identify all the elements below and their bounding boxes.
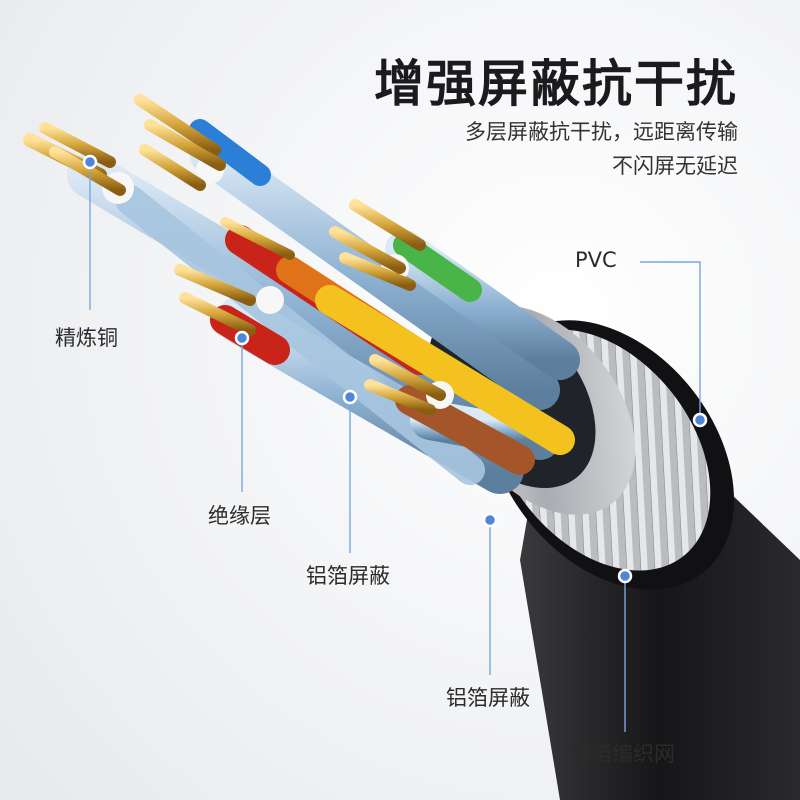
subtitle-line-1: 多层屏蔽抗干扰，远距离传输 bbox=[465, 120, 738, 144]
copper-strands bbox=[23, 94, 446, 416]
headline: 增强屏蔽抗干扰 bbox=[374, 55, 738, 113]
blue-wire bbox=[189, 119, 271, 186]
label-foil-outer: 铝箔屏蔽 bbox=[446, 686, 530, 710]
label-copper: 精炼铜 bbox=[55, 326, 118, 350]
label-insulation: 绝缘层 bbox=[208, 504, 271, 528]
label-braid: 铝箔编织网 bbox=[570, 742, 675, 766]
wire-bundle bbox=[23, 94, 580, 494]
callout-dots bbox=[82, 154, 708, 584]
label-pvc: PVC bbox=[575, 248, 617, 272]
yellow-wire bbox=[315, 285, 575, 455]
callouts bbox=[89, 162, 701, 732]
label-foil-inner: 铝箔屏蔽 bbox=[306, 564, 390, 588]
subtitle-line-2: 不闪屏无延迟 bbox=[612, 154, 738, 178]
green-wire bbox=[393, 233, 482, 302]
